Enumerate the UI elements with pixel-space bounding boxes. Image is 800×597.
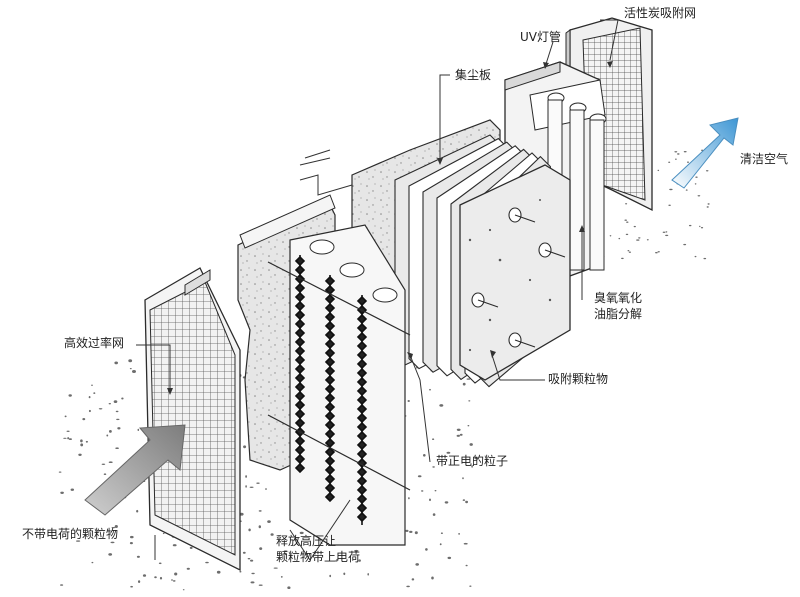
label-charged-particles: 带正电的粒子 — [436, 454, 509, 468]
label-high-voltage: 释放高压让 颗粒物带上电荷 — [276, 533, 360, 565]
clean-air-arrow — [671, 117, 739, 189]
hepa-filter-mesh — [144, 267, 241, 572]
label-activated-carbon-mesh: 活性炭吸附网 — [624, 6, 697, 20]
dust-collector-plates — [351, 119, 571, 388]
label-uncharged-particles: 不带电荷的颗粒物 — [22, 527, 119, 541]
label-ozone-oxidation: 臭氧氧化 油脂分解 — [594, 290, 642, 322]
label-adsorbed-particles: 吸附颗粒物 — [548, 372, 609, 386]
label-high-voltage-line1: 释放高压让 — [276, 534, 337, 548]
electrode-symbol — [299, 149, 353, 196]
label-uv-lamp: UV灯管 — [520, 30, 561, 44]
ionizer-frame — [237, 194, 411, 546]
label-high-voltage-line2: 颗粒物带上电荷 — [276, 550, 361, 564]
label-ozone-line2: 油脂分解 — [594, 307, 643, 321]
incoming-air-arrow — [84, 424, 186, 516]
label-hepa-mesh: 高效过率网 — [64, 336, 125, 350]
label-ozone-line1: 臭氧氧化 — [594, 291, 643, 305]
label-dust-collector-plate: 集尘板 — [455, 68, 492, 82]
label-clean-air: 清洁空气 — [740, 152, 789, 166]
